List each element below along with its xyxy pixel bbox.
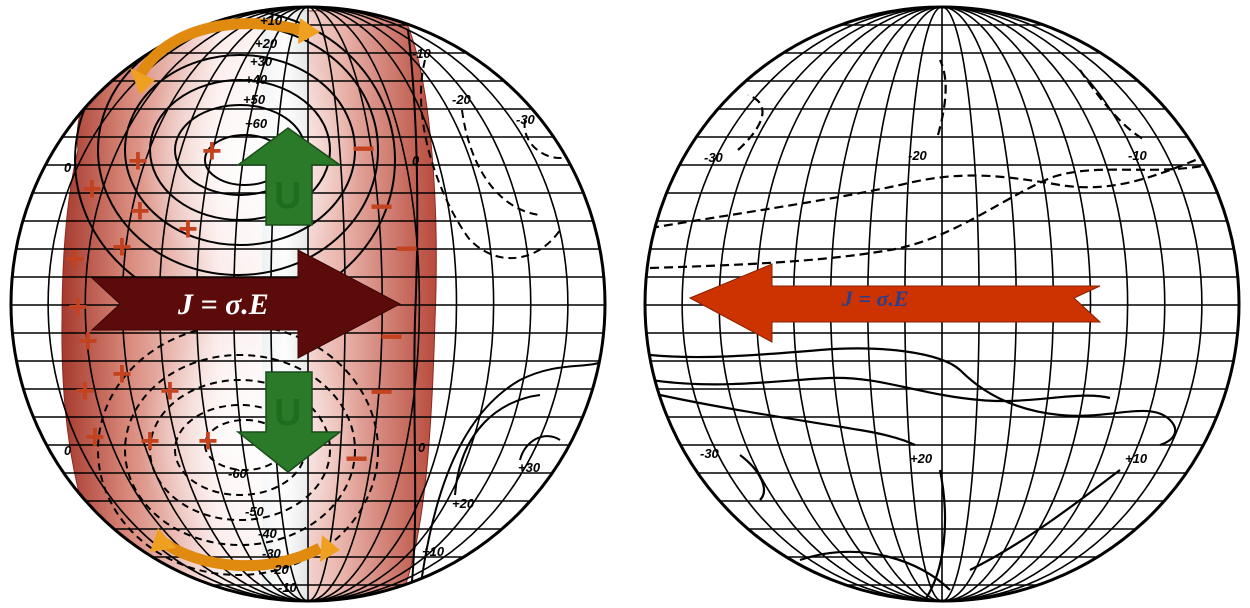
contour-label: +20: [255, 36, 278, 51]
plus-sign: +: [202, 132, 222, 170]
minus-sign: −: [395, 227, 418, 271]
plus-sign: +: [65, 240, 85, 278]
contour-label: -30: [516, 112, 536, 127]
left-globe-outline: [9, 5, 607, 603]
longitude-line: [84, 7, 532, 601]
plus-sign: +: [178, 210, 198, 248]
longitude-line: [681, 7, 1203, 601]
minus-sign: −: [345, 437, 368, 481]
u-label: U: [274, 175, 301, 217]
contour-label: -20: [270, 562, 290, 577]
left-globe: + + + + + + + + + + + + + + + − − − − − …: [9, 5, 607, 603]
contour-label: -10: [412, 46, 432, 61]
plus-sign: +: [130, 192, 150, 230]
bottom-vortex-arrow: [150, 528, 340, 572]
minus-sign: −: [370, 370, 393, 414]
contour-label: -10: [1128, 148, 1148, 163]
upward-flow-arrow: U: [235, 127, 343, 226]
plus-sign: +: [160, 372, 180, 410]
contour-label: +10: [260, 13, 283, 28]
minus-sign: −: [370, 185, 393, 229]
right-solid-contours: [419, 359, 605, 591]
contour-label: -30: [262, 546, 282, 561]
current-arrow-right: J = σ.E: [688, 263, 1102, 343]
right-globe-outline: [643, 5, 1241, 603]
top-vortex-arrow: [130, 18, 320, 95]
zero-label: 0: [64, 160, 72, 175]
positive-charges: + + + + + + + + + + + + + + +: [65, 132, 222, 460]
plus-sign: +: [85, 418, 105, 456]
plus-sign: +: [112, 355, 132, 393]
contour-label: +50: [243, 92, 266, 107]
zero-label: 0: [64, 443, 72, 458]
negative-charges: − − − − − −: [345, 127, 418, 481]
contour-label: -20: [452, 92, 472, 107]
contour-label: +60: [245, 116, 268, 131]
plus-sign: +: [78, 322, 98, 360]
right-dashed-contours: [420, 59, 581, 259]
contour-label: +10: [1125, 451, 1148, 466]
contour-labels: +10 +20 +30 +40 +50 +60 -60 -50 -40 -30 …: [64, 13, 541, 595]
contour-label: +30: [518, 460, 541, 475]
contour-label: -30: [700, 446, 720, 461]
contour-label: -10: [278, 580, 298, 595]
zero-label: 0: [412, 153, 420, 168]
right-contour-labels: -30 -20 -10 -30 +20 +10: [700, 148, 1148, 466]
u-label: U: [274, 392, 301, 434]
contour-label: -30: [704, 150, 724, 165]
longitude-line: [47, 7, 569, 601]
plus-sign: +: [198, 422, 218, 460]
plus-sign: +: [68, 288, 88, 326]
right-globe: -30 -20 -10 -30 +20 +10 J = σ.E: [643, 5, 1241, 603]
minus-sign: −: [352, 127, 375, 171]
plus-sign: +: [82, 170, 102, 208]
current-arrow-left: J = σ.E: [90, 249, 402, 359]
current-equation: J = σ.E: [841, 286, 909, 311]
contour-label: +40: [245, 72, 268, 87]
upper-dashed-contours: [649, 59, 1231, 270]
plus-sign: +: [140, 422, 160, 460]
contour-label: -50: [245, 504, 265, 519]
contour-label: -60: [228, 466, 248, 481]
plus-sign: +: [75, 372, 95, 410]
contour-label: -20: [908, 148, 928, 163]
contour-label: +30: [250, 54, 273, 69]
downward-flow-arrow: U: [235, 371, 343, 473]
plus-sign: +: [128, 142, 148, 180]
plus-sign: +: [112, 228, 132, 266]
minus-sign: −: [380, 315, 403, 359]
contour-label: +20: [910, 451, 933, 466]
zero-contour: [407, 29, 419, 601]
lower-solid-contours: [649, 347, 1177, 601]
contour-label: +10: [422, 544, 445, 559]
contour-label: -40: [258, 526, 278, 541]
contour-label: +20: [452, 496, 475, 511]
current-equation: J = σ.E: [177, 288, 269, 321]
zero-label: 0: [418, 440, 426, 455]
